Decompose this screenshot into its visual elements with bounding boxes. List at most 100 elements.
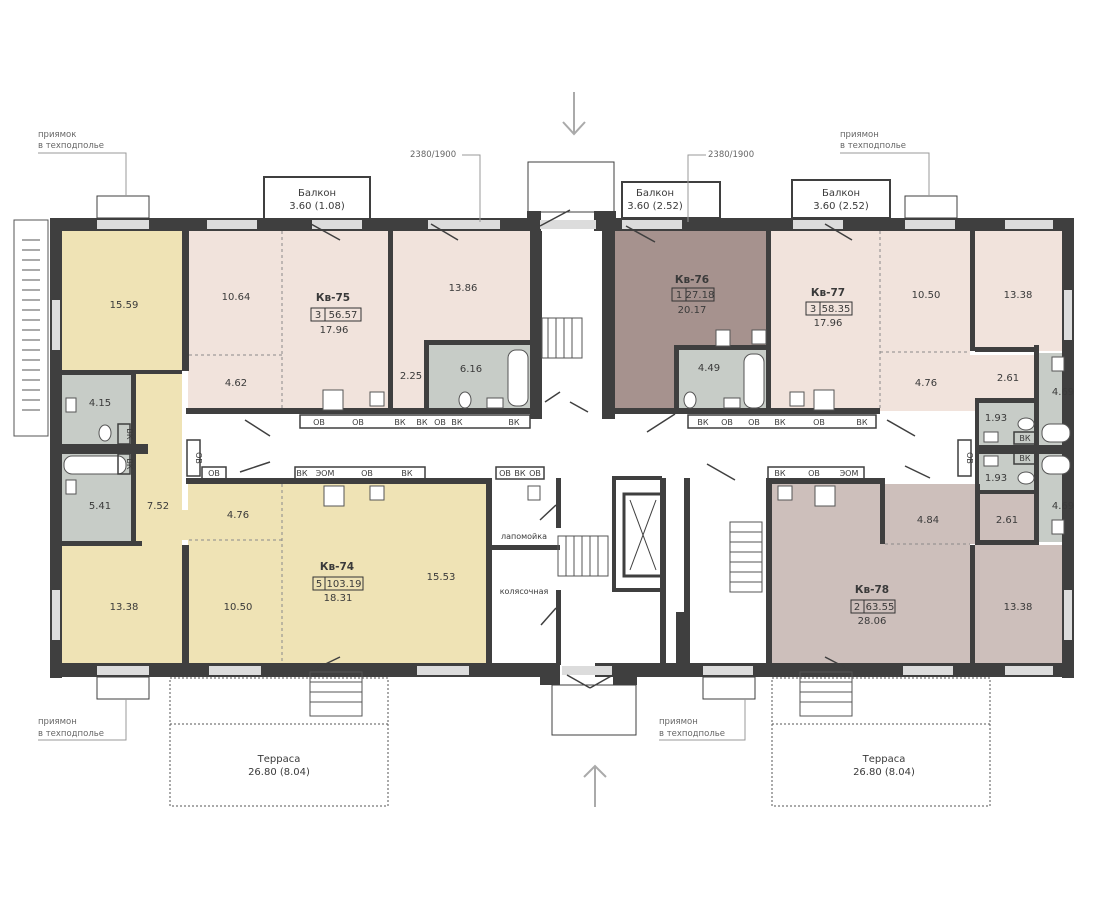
utility-tag: ОВ bbox=[499, 469, 511, 478]
sink bbox=[983, 455, 999, 467]
apt-rooms: 1 bbox=[676, 290, 682, 301]
apt-label-kv75[interactable]: Кв-75 3 56.57 17.96 bbox=[310, 292, 362, 336]
kv74-corridor[interactable] bbox=[134, 370, 182, 545]
service-room-label: колясочная bbox=[500, 587, 549, 596]
apt-number: Кв-78 bbox=[855, 584, 889, 596]
note-priyamok-line2: в техподполье bbox=[659, 729, 725, 739]
apt-label-kv76[interactable]: Кв-76 1 27.18 20.17 bbox=[671, 274, 715, 316]
sink bbox=[527, 485, 541, 501]
apt-rooms: 3 bbox=[810, 304, 816, 315]
doors bbox=[239, 209, 931, 689]
note-priyamok-line1: приямок bbox=[38, 130, 76, 140]
note-priyamok-line1: приямон bbox=[38, 717, 77, 727]
apt-total: 103.19 bbox=[327, 579, 362, 590]
utility-tag: ОВ bbox=[434, 418, 446, 427]
balcony-area: 3.60 (2.52) bbox=[627, 201, 683, 212]
utility-tag: ОВ bbox=[352, 418, 364, 427]
room-area: 4.62 bbox=[225, 378, 247, 389]
terrace-area: 26.80 (8.04) bbox=[853, 767, 915, 778]
utility-tag: ВК bbox=[508, 418, 519, 427]
room-area: 13.38 bbox=[1004, 602, 1033, 613]
interior-walls bbox=[62, 231, 1065, 665]
arrow-down-icon bbox=[562, 92, 586, 136]
balcony-area: 3.60 (1.08) bbox=[289, 201, 345, 212]
kv78-room-13-38[interactable] bbox=[975, 545, 1062, 663]
room-area: 4.69 bbox=[1052, 387, 1074, 398]
zone-dividers bbox=[189, 231, 970, 663]
note-priyamok-line1: приямон bbox=[840, 130, 879, 140]
sink bbox=[1051, 519, 1065, 535]
apt-rooms: 2 bbox=[854, 602, 860, 613]
utility-tag: ВК bbox=[774, 469, 785, 478]
utility-tag: ЭОМ bbox=[840, 469, 859, 478]
kv74-main[interactable] bbox=[188, 484, 486, 663]
utility-tag: ОВ bbox=[208, 469, 220, 478]
room-area: 4.76 bbox=[227, 510, 249, 521]
bathtub bbox=[743, 353, 765, 409]
utility-tag: ОВ bbox=[194, 452, 203, 464]
apt-living: 18.31 bbox=[324, 593, 353, 604]
apt-label-kv78[interactable]: Кв-78 2 63.55 28.06 bbox=[850, 584, 896, 627]
apt-total: 27.18 bbox=[686, 290, 715, 301]
stove bbox=[814, 485, 836, 507]
room-area: 13.38 bbox=[1004, 290, 1033, 301]
room-area: 10.50 bbox=[224, 602, 253, 613]
utility-tag: ОВ bbox=[808, 469, 820, 478]
apt-rooms: 3 bbox=[315, 310, 321, 321]
utility-tag: ВК bbox=[401, 469, 412, 478]
sink bbox=[983, 431, 999, 443]
utility-tag: ВК bbox=[1019, 434, 1030, 443]
room-area: 4.15 bbox=[89, 398, 111, 409]
toilet bbox=[458, 391, 472, 409]
elevator-cross-icon bbox=[622, 492, 664, 578]
room-area: 4.69 bbox=[1052, 501, 1074, 512]
apt-total: 58.35 bbox=[822, 304, 851, 315]
utility-strips bbox=[117, 414, 1037, 480]
apt-label-kv77[interactable]: Кв-77 3 58.35 17.96 bbox=[805, 287, 853, 329]
bathtub bbox=[1041, 423, 1071, 443]
room-area: 1.93 bbox=[985, 473, 1007, 484]
utility-tag: ОВ bbox=[748, 418, 760, 427]
kv74-room-15-59[interactable] bbox=[62, 231, 182, 370]
room-area: 13.38 bbox=[110, 602, 139, 613]
bathtub bbox=[1041, 455, 1071, 475]
toilet bbox=[1017, 417, 1035, 431]
arrow-up-icon bbox=[583, 764, 607, 807]
utility-tag: ВК bbox=[451, 418, 462, 427]
balcony-title: Балкон bbox=[636, 188, 674, 199]
sink bbox=[723, 397, 741, 409]
terrace-title: Терраса bbox=[257, 754, 301, 765]
room-area: 15.53 bbox=[427, 572, 456, 583]
note-priyamok-line2: в техподполье bbox=[840, 141, 906, 151]
room-area: 15.59 bbox=[110, 300, 139, 311]
apt-number: Кв-77 bbox=[811, 287, 845, 299]
sink bbox=[1051, 356, 1065, 372]
kv77-room-13-38[interactable] bbox=[975, 231, 1062, 351]
note-priyamok-line1: приямон bbox=[659, 717, 698, 727]
balcony-title: Балкон bbox=[298, 188, 336, 199]
utility-tag: ВК bbox=[416, 418, 427, 427]
room-area: 7.52 bbox=[147, 501, 169, 512]
utility-tag: ОВ bbox=[721, 418, 733, 427]
utility-tag: ЭОМ bbox=[316, 469, 335, 478]
sink bbox=[65, 479, 77, 495]
door-size-label: 2380/1900 bbox=[410, 150, 456, 160]
terrace-title: Терраса bbox=[862, 754, 906, 765]
sink bbox=[751, 329, 767, 345]
room-area: 5.41 bbox=[89, 501, 111, 512]
sink bbox=[369, 391, 385, 407]
room-area: 10.64 bbox=[222, 292, 251, 303]
apt-living: 17.96 bbox=[320, 325, 349, 336]
sink bbox=[486, 397, 504, 409]
stove bbox=[715, 329, 731, 347]
bathtub bbox=[63, 455, 127, 475]
apt-label-kv74[interactable]: Кв-74 5 103.19 18.31 bbox=[312, 561, 364, 604]
kv74-room-13-38[interactable] bbox=[62, 545, 182, 663]
apt-rooms: 5 bbox=[316, 579, 322, 590]
balconies bbox=[263, 161, 891, 736]
leader-lines bbox=[38, 152, 958, 741]
apt-number: Кв-75 bbox=[316, 292, 350, 304]
apt-living: 20.17 bbox=[678, 305, 707, 316]
room-area: 10.50 bbox=[912, 290, 941, 301]
